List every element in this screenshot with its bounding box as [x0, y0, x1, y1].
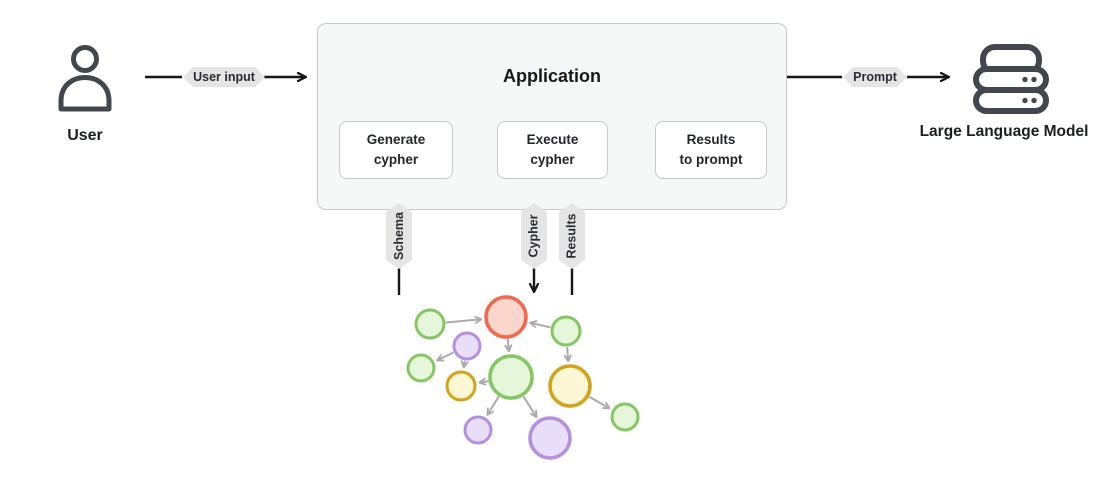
graph-edge	[436, 351, 454, 362]
graph-edge	[486, 395, 500, 416]
graph-node-purple	[528, 416, 572, 460]
graph-node-yellow	[548, 364, 592, 408]
schema-badge: Schema	[386, 203, 412, 269]
graph-node-green	[414, 308, 446, 340]
graph-node-green	[550, 315, 582, 347]
user-input-badge: User input	[183, 67, 265, 87]
graph-node-green	[406, 353, 436, 383]
application-title: Application	[503, 66, 601, 86]
step-generate-line2: cypher	[373, 152, 419, 167]
graph-edge	[504, 338, 513, 353]
prompt-badge-label: Prompt	[853, 70, 897, 84]
step-execute-line2: cypher	[530, 152, 575, 167]
graph-edge	[529, 320, 551, 329]
application-box: Application Generate cypher Execute cyph…	[317, 23, 787, 210]
graph-edge	[478, 377, 489, 386]
graph-database-visualization	[406, 295, 640, 460]
graph-edge	[563, 346, 572, 363]
results-badge-label: Results	[565, 213, 579, 259]
graph-node-purple	[463, 415, 493, 445]
graph-edge	[588, 395, 611, 410]
prompt-badge: Prompt	[843, 67, 907, 87]
graph-node-yellow	[445, 370, 477, 402]
step-execute-cypher: Execute cypher	[497, 121, 608, 179]
llm-label: Large Language Model	[919, 123, 1089, 140]
schema-badge-label: Schema	[392, 212, 407, 260]
graph-edge	[460, 360, 469, 369]
graph-node-purple	[452, 331, 482, 361]
graph-node-green	[610, 402, 640, 432]
server-stack-icon	[972, 44, 1050, 114]
step-results-line2: to prompt	[679, 152, 743, 167]
graph-node-red	[484, 295, 528, 339]
step-generate-cypher: Generate cypher	[339, 121, 453, 179]
person-icon	[56, 43, 114, 113]
user-label: User	[67, 127, 103, 144]
graph-node-green	[488, 354, 534, 400]
graph-edge	[522, 395, 538, 419]
step-generate-line1: Generate	[366, 132, 426, 147]
cypher-badge-label: Cypher	[527, 214, 542, 258]
cypher-badge: Cypher	[521, 203, 547, 269]
graph-edge	[445, 315, 483, 324]
step-results-to-prompt: Results to prompt	[655, 121, 767, 179]
results-badge: Results	[559, 203, 585, 269]
step-execute-line1: Execute	[526, 132, 579, 147]
user-input-badge-label: User input	[193, 70, 255, 84]
step-results-line1: Results	[686, 132, 736, 147]
